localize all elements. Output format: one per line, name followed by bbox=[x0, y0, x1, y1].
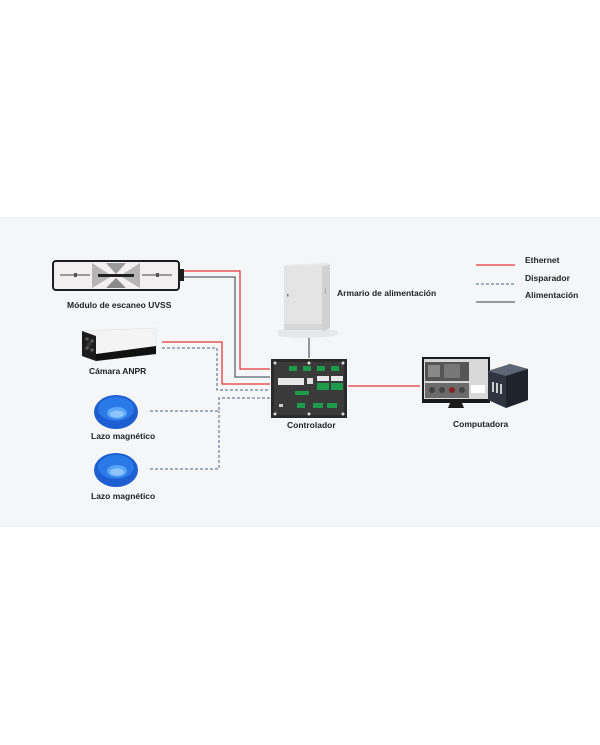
legend-power-label: Alimentación bbox=[525, 290, 579, 300]
wire-uvss-ethernet bbox=[183, 270, 270, 370]
loop2-label: Lazo magnético bbox=[91, 491, 156, 501]
wire-camera-trigger bbox=[162, 347, 270, 391]
controller-label: Controlador bbox=[287, 420, 336, 430]
wire-uvss-power bbox=[183, 276, 270, 378]
computer-icon bbox=[422, 357, 528, 408]
wire-loop2-trigger bbox=[150, 411, 220, 470]
wire-camera-ethernet bbox=[162, 341, 270, 385]
computer-label: Computadora bbox=[453, 419, 509, 429]
magnetic-loop-icon bbox=[94, 453, 138, 487]
wire-loop1-trigger bbox=[150, 397, 270, 412]
controller-board-icon bbox=[271, 359, 347, 418]
uvss-scanner-icon bbox=[52, 260, 184, 291]
legend-ethernet-label: Ethernet bbox=[525, 255, 560, 265]
uvss-label: Módulo de escaneo UVSS bbox=[67, 300, 172, 310]
camera-label: Cámara ANPR bbox=[89, 366, 147, 376]
anpr-camera-icon bbox=[81, 327, 157, 362]
loop1-label: Lazo magnético bbox=[91, 431, 156, 441]
cabinet-label: Armario de alimentación bbox=[337, 288, 437, 298]
magnetic-loop-icon bbox=[94, 395, 138, 429]
power-cabinet-icon bbox=[278, 263, 338, 338]
legend-trigger-label: Disparador bbox=[525, 273, 570, 283]
